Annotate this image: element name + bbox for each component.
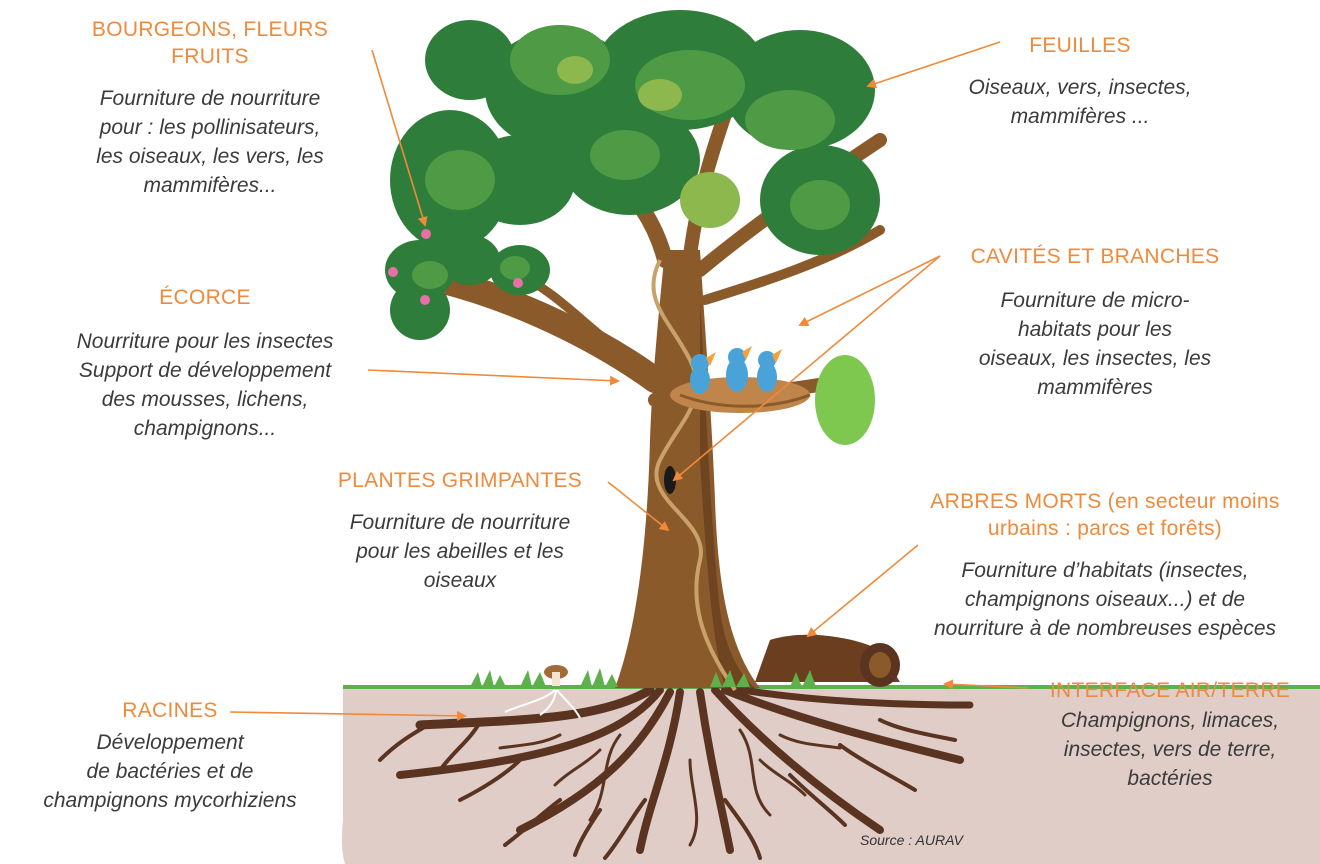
- title-bourgeons: BOURGEONS, FLEURS FRUITS: [40, 16, 380, 70]
- section-ecorce: ÉCORCE Nourriture pour les insectes Supp…: [10, 284, 400, 443]
- desc-plantes: Fourniture de nourriture pour les abeill…: [300, 508, 620, 595]
- title-plantes: PLANTES GRIMPANTES: [300, 467, 620, 494]
- section-plantes: PLANTES GRIMPANTES Fourniture de nourrit…: [300, 467, 620, 595]
- title-racines: RACINES: [0, 697, 340, 724]
- title-ecorce: ÉCORCE: [10, 284, 400, 311]
- dead-log: [755, 635, 900, 687]
- title-interface: INTERFACE AIR/TERRE: [1020, 677, 1320, 704]
- arrow-cavites-hole: [674, 256, 940, 480]
- title-arbres-morts: ARBRES MORTS (en secteur moins urbains :…: [890, 488, 1320, 542]
- desc-cavites: Fourniture de micro- habitats pour les o…: [930, 286, 1260, 402]
- title-cavites: CAVITÉS ET BRANCHES: [930, 243, 1260, 270]
- arrow-ecorce: [368, 370, 618, 381]
- source-credit: Source : AURAV: [860, 832, 963, 848]
- section-interface: INTERFACE AIR/TERRE Champignons, limaces…: [1020, 677, 1320, 793]
- desc-feuilles: Oiseaux, vers, insectes, mammifères ...: [930, 73, 1230, 131]
- desc-arbres-morts: Fourniture d’habitats (insectes, champig…: [890, 556, 1320, 643]
- section-racines: RACINES Développement de bactéries et de…: [0, 697, 340, 815]
- desc-bourgeons: Fourniture de nourriture pour : les poll…: [40, 84, 380, 200]
- section-arbres-morts: ARBRES MORTS (en secteur moins urbains :…: [890, 488, 1320, 643]
- section-feuilles: FEUILLES Oiseaux, vers, insectes, mammif…: [930, 32, 1230, 131]
- section-cavites: CAVITÉS ET BRANCHES Fourniture de micro-…: [930, 243, 1260, 402]
- desc-interface: Champignons, limaces, insectes, vers de …: [1020, 706, 1320, 793]
- nest-twig-leaves: [815, 355, 875, 445]
- desc-ecorce: Nourriture pour les insectes Support de …: [10, 327, 400, 443]
- title-feuilles: FEUILLES: [930, 32, 1230, 59]
- desc-racines: Développement de bactéries et de champig…: [0, 728, 340, 815]
- mushroom: [544, 665, 568, 686]
- section-bourgeons: BOURGEONS, FLEURS FRUITS Fourniture de n…: [40, 16, 380, 200]
